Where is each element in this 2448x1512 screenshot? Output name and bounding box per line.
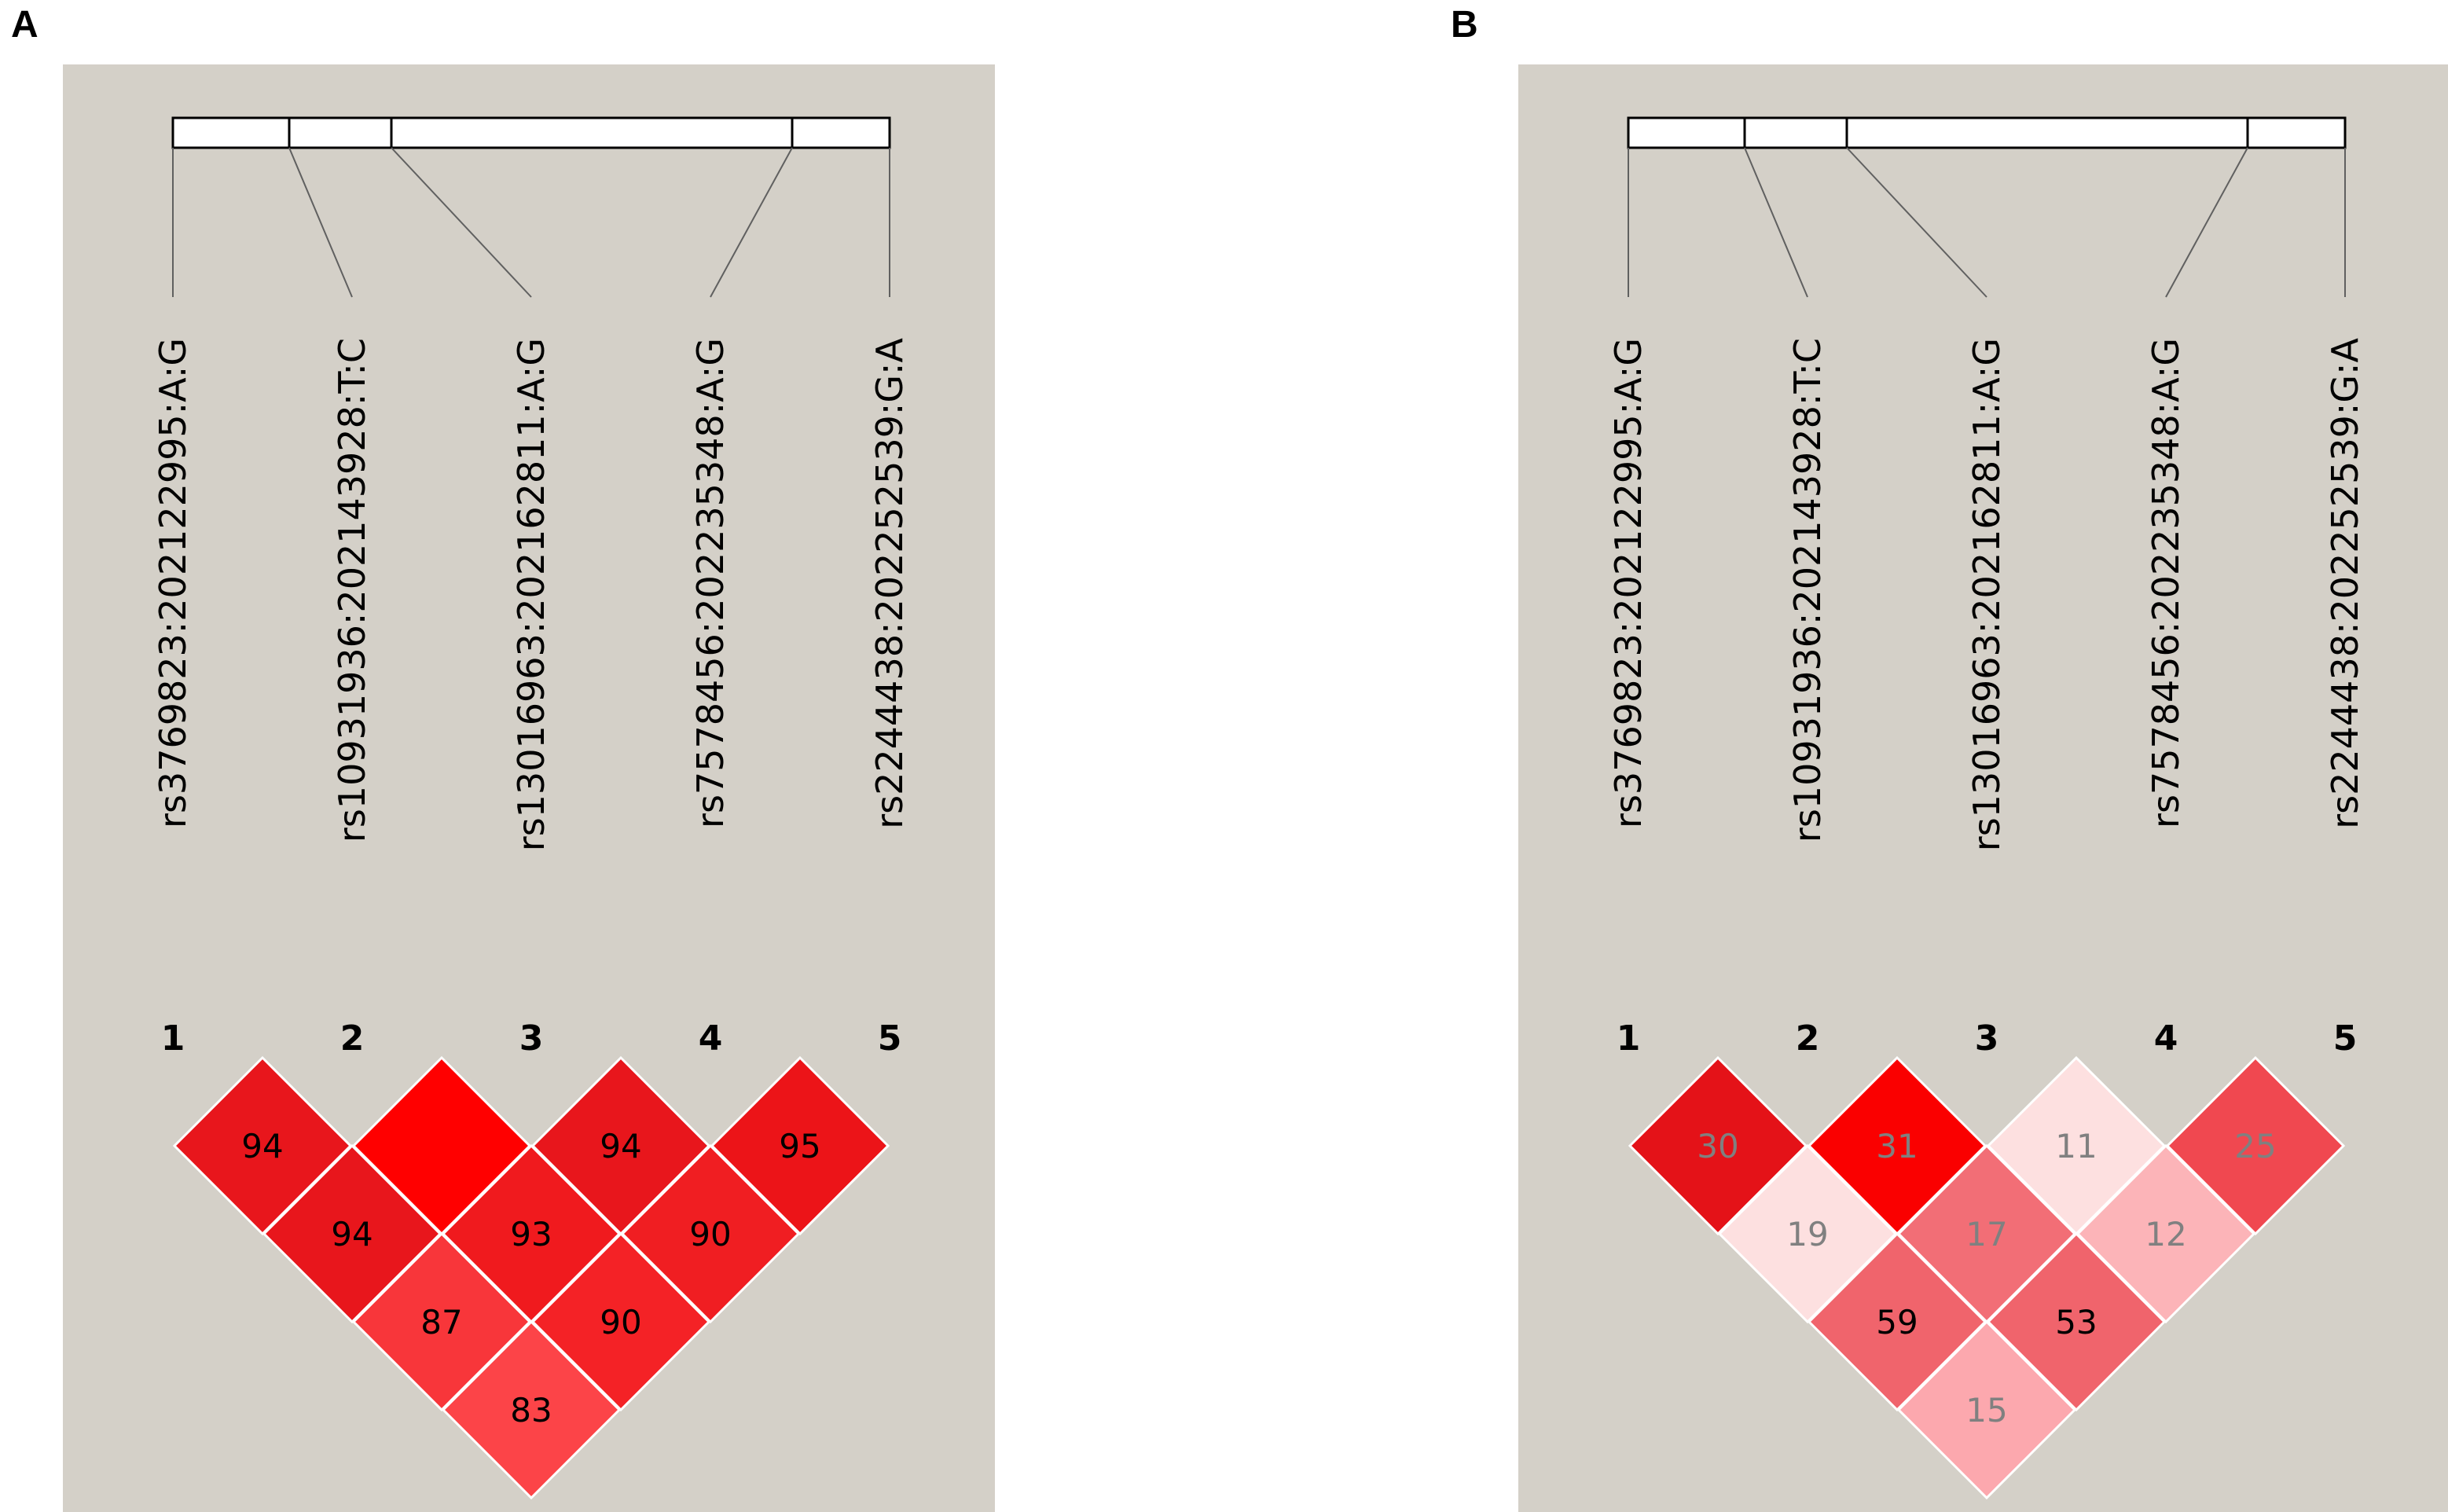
marker-track-bar	[171, 116, 891, 149]
ld-cell-value: 94	[331, 1215, 373, 1253]
snp-label: rs10931936:202143928:T:C	[1786, 338, 1829, 842]
marker-track-bar	[1627, 116, 2347, 149]
snp-index-number: 2	[1796, 1018, 1820, 1059]
ld-cell-value: 59	[1876, 1303, 1918, 1341]
snp-index-number: 5	[2333, 1018, 2358, 1059]
ld-cell-value: 15	[1965, 1391, 2007, 1429]
ld-cell-value: 17	[1965, 1215, 2007, 1253]
marker-connector-line	[2165, 147, 2248, 298]
snp-label: rs10931936:202143928:T:C	[331, 338, 373, 842]
ld-cell-value: 30	[1697, 1127, 1738, 1165]
snp-index-number: 1	[1617, 1018, 1641, 1059]
ld-cell-value: 93	[510, 1215, 552, 1253]
ld-cell	[441, 1319, 622, 1500]
snp-index-number: 3	[1975, 1018, 1999, 1059]
marker-connector-line	[710, 147, 793, 298]
snp-label: rs7578456:202235348:A:G	[689, 338, 732, 828]
snp-label: rs3769823:202122995:A:G	[1607, 338, 1650, 828]
ld-cell-value: 53	[2055, 1303, 2097, 1341]
snp-index-number: 4	[2154, 1018, 2178, 1059]
snp-index-number: 4	[699, 1018, 723, 1059]
snp-label: rs7578456:202235348:A:G	[2145, 338, 2187, 828]
snp-label: rs13016963:202162811:A:G	[1965, 338, 2008, 851]
ld-cell-value: 19	[1786, 1215, 1828, 1253]
snp-index-number: 5	[878, 1018, 902, 1059]
snp-label: rs3769823:202122995:A:G	[152, 338, 194, 828]
marker-connector-line	[1846, 147, 1987, 298]
ld-plot-b: rs3769823:202122995:A:G rs10931936:202143…	[1607, 116, 2366, 1500]
ld-cell-value: 90	[600, 1303, 641, 1341]
ld-plot-panel-b: rs3769823:202122995:A:G rs10931936:202143…	[1518, 64, 2448, 1512]
ld-plot-a: rs3769823:202122995:A:G rs10931936:202143…	[152, 116, 911, 1500]
marker-connector-line	[391, 147, 532, 298]
ld-cell-value: 90	[689, 1215, 731, 1253]
panel-a-letter: A	[11, 4, 39, 46]
ld-cell-value: 25	[2234, 1127, 2276, 1165]
ld-cell-value: 83	[510, 1391, 552, 1429]
snp-index-number: 1	[161, 1018, 185, 1059]
ld-cell-value: 87	[420, 1303, 462, 1341]
ld-cell-value: 11	[2055, 1127, 2097, 1165]
ld-cell-value: 94	[241, 1127, 283, 1165]
ld-plot-panel-a: rs3769823:202122995:A:G rs10931936:202143…	[63, 64, 995, 1512]
snp-index-number: 2	[340, 1018, 365, 1059]
marker-connector-line	[1744, 147, 1808, 298]
marker-connector-line	[288, 147, 353, 298]
ld-cell-value: 31	[1876, 1127, 1918, 1165]
snp-index-number: 3	[519, 1018, 544, 1059]
ld-cell-value: 94	[600, 1127, 641, 1165]
ld-cell-value: 95	[779, 1127, 820, 1165]
snp-label: rs2244438:202252539:G:A	[868, 337, 911, 828]
snp-label: rs2244438:202252539:G:A	[2324, 337, 2366, 828]
panel-b-letter: B	[1451, 4, 1478, 46]
ld-cell-value: 12	[2145, 1215, 2186, 1253]
snp-label: rs13016963:202162811:A:G	[510, 338, 552, 851]
ld-cell	[1896, 1319, 2077, 1500]
